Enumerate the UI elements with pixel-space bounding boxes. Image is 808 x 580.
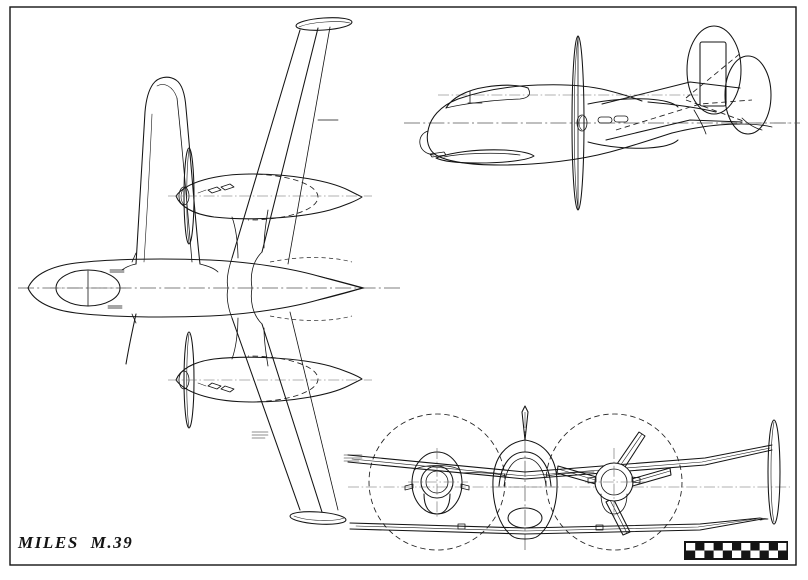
front-nacelle-right bbox=[556, 431, 672, 536]
front-nacelle-left bbox=[404, 448, 470, 518]
side-fuselage bbox=[419, 84, 741, 166]
plan-cockpit-canopy bbox=[50, 269, 126, 307]
plan-view bbox=[18, 17, 400, 525]
front-canard-wing bbox=[349, 517, 769, 535]
side-canard bbox=[429, 149, 535, 164]
side-propeller bbox=[571, 35, 588, 211]
plan-canard-port bbox=[109, 76, 219, 273]
side-canopy bbox=[445, 84, 530, 109]
drawing-caption: MILES M.39 bbox=[18, 533, 134, 552]
scale-bar bbox=[684, 541, 788, 560]
sheet-border bbox=[9, 6, 797, 566]
side-view bbox=[404, 25, 800, 211]
front-view bbox=[347, 405, 790, 552]
side-tailcone bbox=[739, 123, 773, 128]
plan-canard-starboard bbox=[107, 305, 137, 365]
side-tail-fins bbox=[685, 25, 772, 135]
plan-nacelle-starboard bbox=[168, 317, 372, 429]
front-prop-disc-left bbox=[368, 413, 506, 551]
plan-nacelle-port bbox=[168, 147, 372, 259]
plan-fuselage bbox=[27, 258, 365, 318]
side-nacelle bbox=[587, 98, 679, 149]
plan-hidden-surface-upper bbox=[269, 257, 353, 263]
plan-hidden-surface-lower bbox=[269, 315, 353, 321]
front-prop-disc-right bbox=[545, 413, 683, 551]
plan-rear-wing-fin bbox=[226, 17, 353, 525]
side-rear-wing bbox=[601, 81, 753, 141]
